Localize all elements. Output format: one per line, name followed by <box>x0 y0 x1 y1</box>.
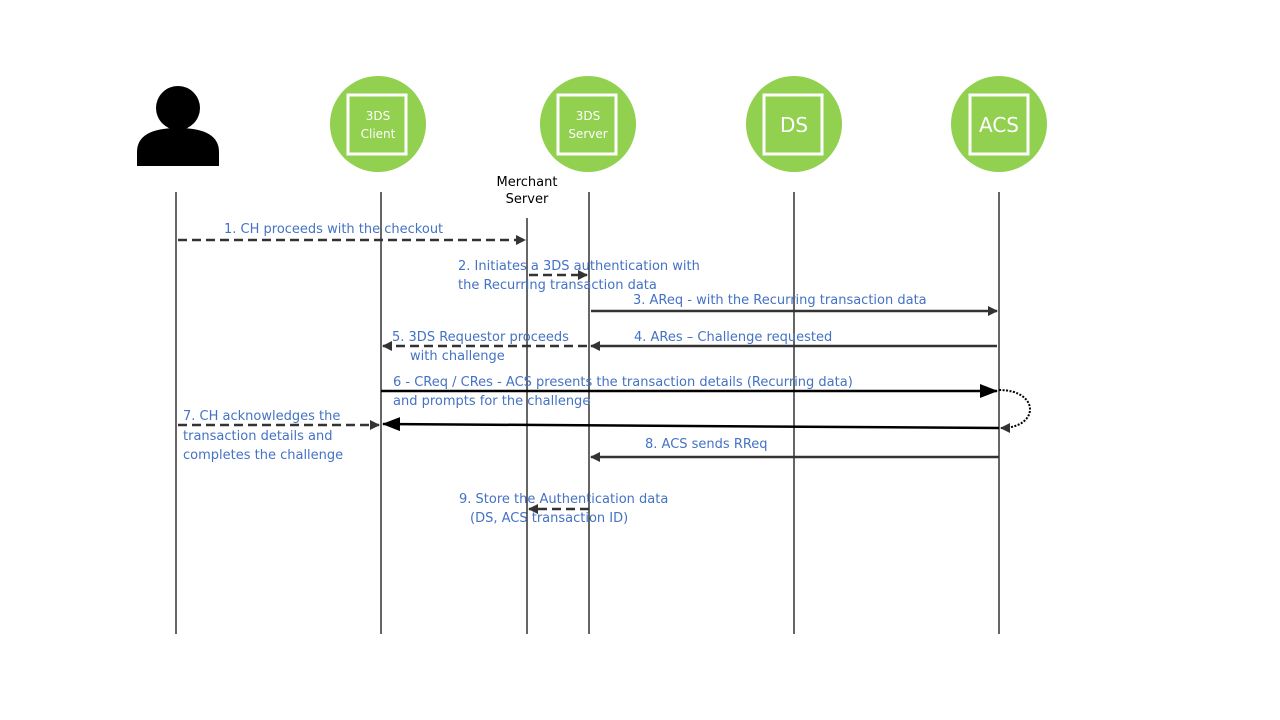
acs-label: ACS <box>979 113 1019 137</box>
msg-8: 8. ACS sends RReq <box>645 437 768 452</box>
msg-9-line1: 9. Store the Authentication data <box>459 492 668 507</box>
client-label-line1: 3DS <box>366 109 391 123</box>
msg-9-line2: (DS, ACS transaction ID) <box>470 511 628 526</box>
msg-2-line2: the Recurring transaction data <box>458 278 657 293</box>
msg-7-line3: completes the challenge <box>183 448 343 463</box>
client-label-line2: Client <box>361 127 396 141</box>
msg-4: 4. ARes – Challenge requested <box>634 330 832 345</box>
arrows <box>178 235 1031 514</box>
arrow-6-loop <box>998 389 1031 433</box>
merchant-label-line2: Server <box>506 192 549 207</box>
msg-5-line2: with challenge <box>410 349 505 364</box>
server-label-line1: 3DS <box>576 109 601 123</box>
person-icon <box>137 86 219 166</box>
ds-label: DS <box>780 113 808 137</box>
actor-ds: DS <box>746 76 842 172</box>
actor-3ds-client: 3DS Client <box>330 76 426 172</box>
actor-acs: ACS <box>951 76 1047 172</box>
arrow-6b <box>382 417 1000 432</box>
msg-6-line1: 6 - CReq / CRes - ACS presents the trans… <box>393 375 853 390</box>
msg-6-line2: and prompts for the challenge <box>393 394 590 409</box>
actor-cardholder <box>137 86 219 166</box>
msg-7-line2: transaction details and <box>183 429 332 444</box>
msg-5-line1: 5. 3DS Requestor proceeds <box>392 330 569 345</box>
msg-1: 1. CH proceeds with the checkout <box>224 222 443 237</box>
server-label-line2: Server <box>568 127 607 141</box>
msg-7-line1: 7. CH acknowledges the <box>183 409 340 424</box>
msg-3: 3. AReq - with the Recurring transaction… <box>633 293 927 308</box>
msg-2-line1: 2. Initiates a 3DS authentication with <box>458 259 700 274</box>
merchant-label-line1: Merchant <box>497 175 558 190</box>
actor-3ds-server: 3DS Server <box>540 76 636 172</box>
